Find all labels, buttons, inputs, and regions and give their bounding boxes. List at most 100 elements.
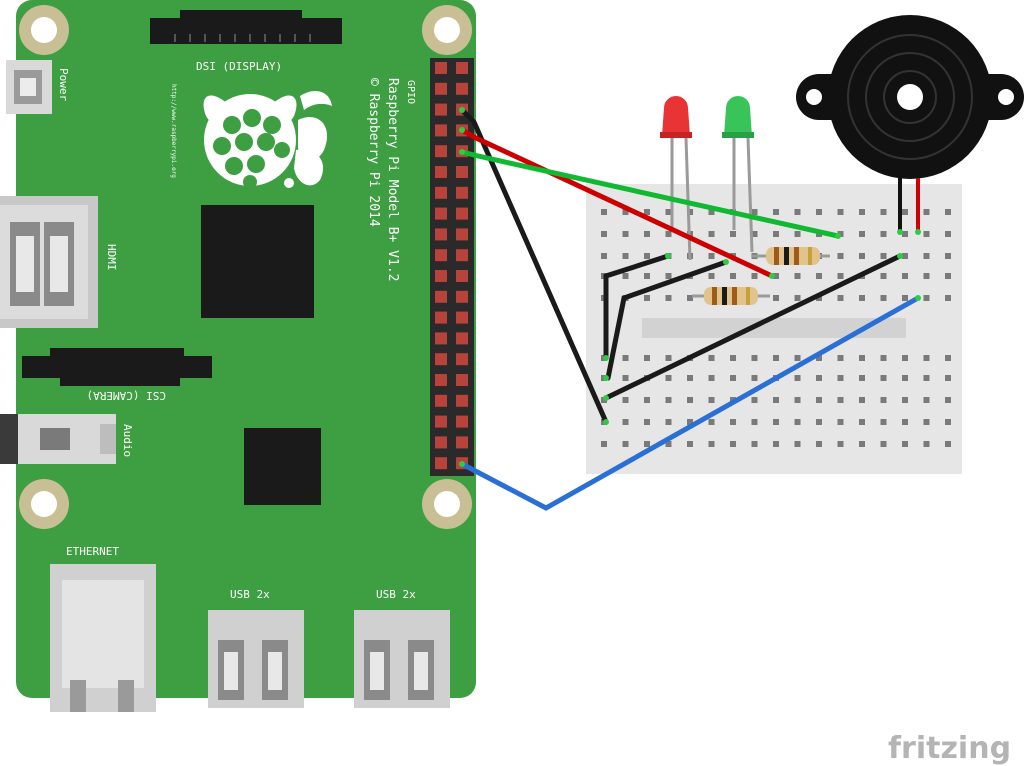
breadboard-hole (708, 273, 715, 279)
csi-connector (22, 348, 212, 386)
breadboard-hole (730, 375, 736, 381)
breadboard-hole (665, 419, 672, 425)
raspberry-pi-board: DSI (DISPLAY) http://www.raspberrypi.org… (0, 0, 476, 712)
gpio-pin (456, 311, 468, 324)
breadboard-hole (902, 231, 908, 237)
resistor-1 (752, 247, 830, 265)
breadboard-hole (923, 253, 930, 259)
power-connector (6, 60, 52, 114)
board-copyright: © Raspberry Pi 2014 (366, 78, 381, 227)
breadboard-hole (687, 295, 693, 301)
gpio-pin (435, 124, 447, 137)
breadboard-hole (751, 441, 758, 447)
breadboard-hole (945, 397, 951, 403)
breadboard-hole (859, 441, 865, 447)
ethernet-label: ETHERNET (66, 545, 119, 558)
breadboard-hole (773, 419, 779, 425)
gpio-pin (456, 186, 468, 199)
breadboard-hole (902, 273, 908, 279)
breadboard-hole (902, 355, 908, 361)
breadboard-hole (730, 231, 736, 237)
breadboard-hole (708, 209, 715, 215)
breadboard-hole (880, 253, 887, 259)
breadboard-hole (708, 441, 715, 447)
breadboard-hole (751, 375, 758, 381)
breadboard-hole (622, 375, 629, 381)
gpio-pin (456, 82, 468, 95)
gpio-pin (435, 415, 447, 428)
breadboard-hole (708, 253, 715, 259)
breadboard-hole (902, 295, 908, 301)
breadboard-hole (923, 231, 930, 237)
breadboard-hole (794, 209, 801, 215)
breadboard-hole (730, 273, 736, 279)
breadboard-hole (665, 355, 672, 361)
breadboard-hole (644, 231, 650, 237)
breadboard-hole (923, 355, 930, 361)
gpio-pin (435, 82, 447, 95)
breadboard-hole (859, 295, 865, 301)
breadboard-hole (859, 375, 865, 381)
breadboard-hole (708, 231, 715, 237)
breadboard-hole (708, 419, 715, 425)
breadboard-hole (794, 355, 801, 361)
breadboard-hole (945, 273, 951, 279)
breadboard-hole (902, 253, 908, 259)
breadboard-hole (859, 397, 865, 403)
breadboard-hole (687, 209, 693, 215)
gpio-pin (456, 166, 468, 178)
gpio-pin (456, 249, 468, 262)
gpio-pin (456, 332, 468, 345)
breadboard-hole (730, 355, 736, 361)
breadboard-hole (945, 209, 951, 215)
breadboard-hole (837, 419, 844, 425)
breadboard-hole (945, 355, 951, 361)
breadboard-hole (794, 231, 801, 237)
breadboard-hole (923, 295, 930, 301)
breadboard-hole (880, 295, 887, 301)
green-wire (459, 149, 841, 239)
breadboard-hole (902, 209, 908, 215)
mounting-holes (19, 5, 472, 529)
raspberry-url: http://www.raspberrypi.org (170, 84, 177, 178)
breadboard-hole (687, 419, 693, 425)
usb-port-1 (208, 610, 304, 708)
breadboard-hole (794, 273, 801, 279)
breadboard-hole (923, 209, 930, 215)
breadboard-hole (837, 295, 844, 301)
breadboard-hole (794, 441, 801, 447)
breadboard-hole (644, 441, 650, 447)
breadboard-hole (816, 273, 822, 279)
breadboard-hole (837, 209, 844, 215)
black-jumper-2 (605, 259, 729, 381)
breadboard-hole (880, 273, 887, 279)
gpio-pins (435, 62, 468, 470)
breadboard-hole (773, 273, 779, 279)
gpio-pin (435, 353, 447, 366)
breadboard-hole (644, 273, 650, 279)
breadboard-hole (880, 419, 887, 425)
gpio-pin (456, 62, 468, 74)
breadboard-hole (665, 441, 672, 447)
breadboard-hole (902, 397, 908, 403)
black-wire-gnd (459, 107, 609, 425)
breadboard-hole (794, 375, 801, 381)
breadboard-hole (622, 397, 629, 403)
breadboard (586, 184, 962, 474)
gpio-label: GPIO (405, 80, 416, 104)
breadboard-hole (816, 441, 822, 447)
breadboard-channel (642, 318, 906, 338)
ethernet-port (50, 564, 156, 712)
hdmi-connector (0, 196, 98, 328)
gpio-pin (435, 311, 447, 324)
breadboard-hole (622, 441, 629, 447)
gpio-pin (435, 207, 447, 220)
breadboard-hole (708, 375, 715, 381)
soc-chip (201, 205, 314, 318)
breadboard-hole (751, 355, 758, 361)
gpio-pin (435, 270, 447, 282)
breadboard-hole (687, 441, 693, 447)
breadboard-hole (622, 231, 629, 237)
gpio-pin (435, 145, 447, 158)
breadboard-hole (945, 231, 951, 237)
